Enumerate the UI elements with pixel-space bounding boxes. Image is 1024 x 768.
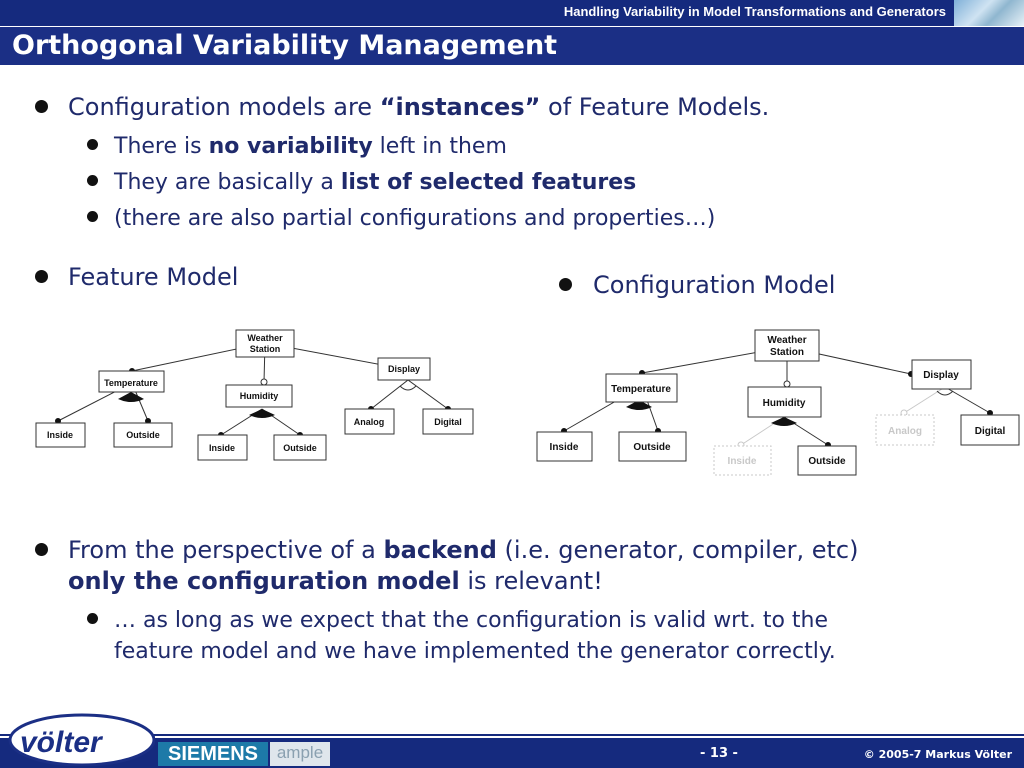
cm-digital: Digital [975,426,1006,437]
bullet-list-of-features: They are basically a list of selected fe… [114,167,636,198]
bullet-dot [87,139,98,150]
bullet-text: Configuration models are [68,93,380,121]
bullet-dot [87,211,98,222]
fm-outside-temp: Outside [126,430,160,440]
bullet-partial-configurations: (there are also partial configurations a… [114,206,716,231]
volter-logo: völter [8,713,155,766]
bullet-bold: no variability [208,134,373,159]
footer-rule [0,734,1024,736]
bullet-backend-perspective: From the perspective of a backend (i.e. … [68,535,858,597]
bullet-configuration-models: Configuration models are “instances” of … [68,92,769,123]
bullet-dot [35,270,48,283]
bullet-dot [87,613,98,624]
feature-model-diagram: Weather Station Temperature Humidity Dis… [35,329,474,461]
fm-display: Display [388,364,420,374]
bullet-bold: only the configuration model [68,567,460,595]
bullet-text: feature model and we have implemented th… [114,639,836,664]
fm-digital: Digital [434,417,462,427]
bullet-dot [35,100,48,113]
cm-root-line2: Station [770,347,804,358]
slide-title: Orthogonal Variability Management [12,30,558,61]
page-number: - 13 - [700,746,738,761]
cm-inside-temp: Inside [550,442,579,453]
bullet-text: of Feature Models. [540,93,770,121]
bullet-bold: “instances” [379,93,541,121]
bullet-text: (i.e. generator, compiler, etc) [496,536,859,564]
bullet-text: There is [114,134,209,159]
title-bar: Orthogonal Variability Management [0,27,1024,65]
bullet-text: is relevant! [459,567,603,595]
cm-outside-temp: Outside [633,442,671,453]
bullet-no-variability: There is no variability left in them [114,131,507,162]
fm-temperature: Temperature [104,378,158,388]
cm-inside-hum-deselected: Inside [728,456,757,467]
fm-inside-hum: Inside [209,443,235,453]
presentation-subtitle: Handling Variability in Model Transforma… [563,4,946,19]
copyright: © 2005-7 Markus Völter [863,748,1012,761]
bullet-dot [87,175,98,186]
banner-photo [954,0,1024,26]
bullet-text: … as long as we expect that the configur… [114,608,829,633]
siemens-logo: SIEMENS [158,742,268,766]
bullet-dot [559,278,572,291]
volter-logo-text: völter [20,726,104,759]
fm-analog: Analog [354,417,385,427]
cm-outside-hum: Outside [808,456,846,467]
feature-model-heading: Feature Model [68,263,239,291]
cm-humidity: Humidity [763,398,806,409]
bullet-bold: list of selected features [340,170,637,195]
cm-analog-deselected: Analog [888,426,922,437]
bullet-text: From the perspective of a [68,536,384,564]
bullet-bold: backend [383,536,497,564]
bullet-text: left in them [372,134,507,159]
cm-display: Display [923,370,959,381]
bullet-dot [35,543,48,556]
fm-humidity: Humidity [240,391,279,401]
cm-temperature: Temperature [611,384,671,395]
cm-root-line1: Weather [767,335,806,346]
fm-inside-temp: Inside [47,430,73,440]
ample-logo: ample [270,742,330,766]
top-banner: Handling Variability in Model Transforma… [0,0,1024,26]
bullet-text: They are basically a [114,170,341,195]
configuration-model-diagram: Weather Station Temperature Humidity Dis… [536,329,1020,476]
fm-outside-hum: Outside [283,443,317,453]
bullet-valid-configuration: … as long as we expect that the configur… [114,605,836,667]
fm-root-line2: Station [250,344,281,354]
fm-root-line1: Weather [247,333,283,343]
configuration-model-heading: Configuration Model [593,271,836,299]
